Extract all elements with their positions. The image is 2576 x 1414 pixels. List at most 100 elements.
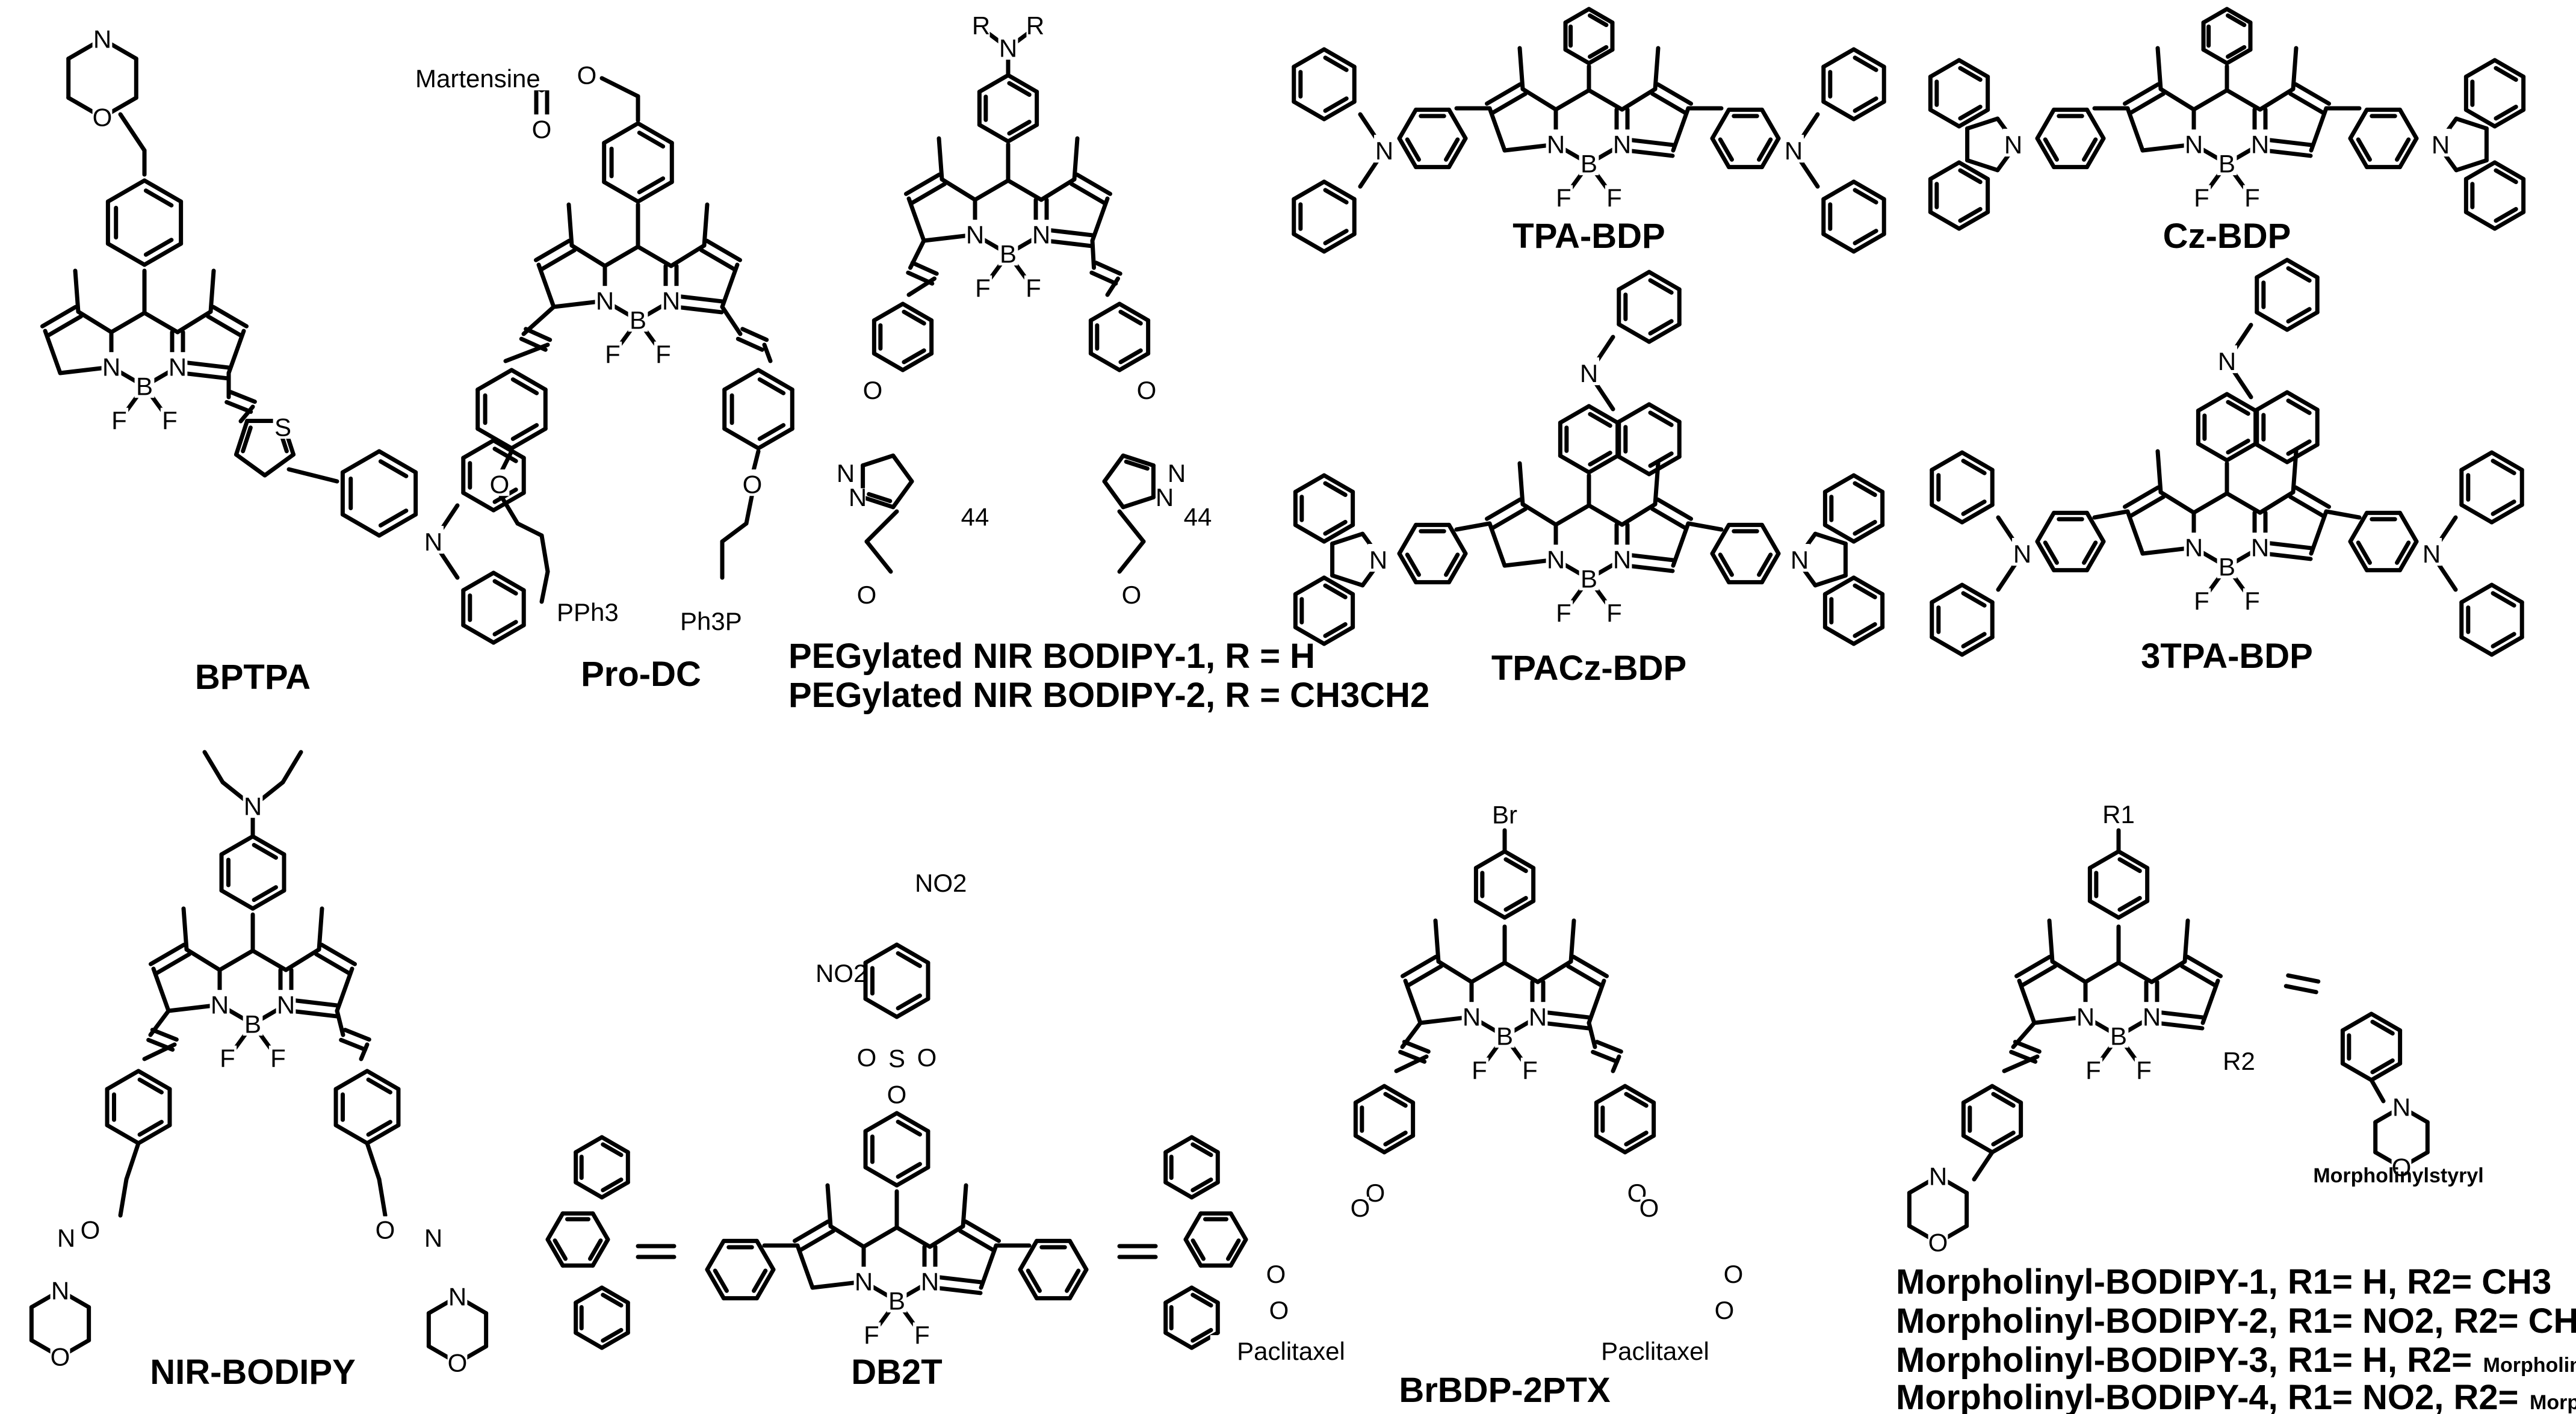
atom-label-mask [167,352,188,379]
benzene-ring [1853,229,1878,245]
bodipy-nitrogen-right: N [662,286,680,315]
atom-label-mask [1156,488,1173,508]
benzene-ring [1588,13,1609,28]
atom-label-mask [1267,1262,1285,1286]
methyl-bond [702,202,710,248]
benzene-ring [510,377,539,395]
benzene-ring [2117,896,2142,912]
bodipy-core-bond [2191,491,2229,515]
atom-label-mask [661,286,681,313]
benzene-ring [1990,1084,2023,1105]
benzene-ring [1473,899,1507,920]
benzene-ring [902,309,926,326]
benzene-ring [2459,502,2494,525]
benzene-ring [1293,625,1327,646]
aryl-bond [286,467,339,484]
benzene-ring [1026,1268,1042,1293]
pyrrole-bond [2122,82,2160,106]
benzene-ring [333,1123,370,1146]
benzene-ring [602,180,640,204]
benzene-ring [1382,1084,1416,1105]
benzene-ring [894,1165,930,1188]
triazole-ring [1124,459,1150,471]
benzene-ring [599,1285,630,1305]
atom-label-mask [853,1267,874,1294]
carbazole-pyrrole [1813,573,1848,588]
benzene-ring [2494,105,2518,121]
benzene-ring [2255,442,2290,465]
benzene-ring [1322,232,1357,254]
bodipy-fluorine: F [111,406,127,434]
atom-label-mask [1031,220,1051,247]
atom-label-mask [424,1226,442,1250]
benzene-ring [1397,136,1418,170]
methyl-bond [1433,918,1441,964]
benzene-ring [252,842,278,860]
benzene-ring [1018,1238,1039,1272]
benzene-ring [1718,552,1734,577]
benzene-ring [1853,520,1877,536]
benzene-ring [2491,458,2516,475]
pyrrole-bond [184,947,222,972]
pyrrole-bond [2158,490,2196,515]
benzene-ring [1397,551,1418,585]
bodipy-fluorine: F [605,340,621,368]
triazole-ring [891,453,914,484]
benzene-ring [1930,582,1965,605]
methyl-bond [1072,136,1080,182]
benzene-ring [1822,523,1856,544]
benzene-ring [1322,575,1355,596]
bodipy-fluorine: F [1556,599,1571,627]
pyrrole-bond [2125,106,2145,153]
pyrrole-bond [154,952,192,976]
atom-label-mask [243,791,263,818]
benzene-ring [1821,232,1856,254]
atom-label-mask [1024,275,1043,300]
repeat-count: 44 [961,503,989,531]
benzene-ring [2369,1061,2403,1082]
benzene-ring [365,1069,401,1091]
benzene-ring [2370,1058,2395,1075]
benzene-ring [137,1120,164,1137]
benzene-ring [1958,168,1983,184]
bodipy-nitrogen-left: N [2076,1002,2095,1031]
benzene-ring [1930,450,1965,472]
benzene-ring [1447,107,1468,141]
atom-label-mask [1574,1335,1736,1363]
benzene-ring [2459,582,2494,605]
ester-oxygen: O [577,61,597,89]
atom-label-mask [2243,588,2262,613]
amine-nitrogen: N [424,528,442,556]
benzene-ring [142,241,184,267]
benzene-ring [900,301,934,323]
triazole-ring [1102,453,1125,484]
pyrrole-bond [1620,87,1658,112]
pyrrole-bond [2309,106,2329,153]
benzene-ring [2116,899,2150,920]
atom-label-mask [243,1009,263,1036]
benzene-ring [1960,502,1995,525]
aryl-bond [1686,521,1724,532]
bodipy-core-bond [1469,960,1507,984]
benzene-ring [491,570,526,593]
benzene-ring [2463,108,2497,129]
pyrrole-bond [1565,964,1603,988]
atom-label-mask [2011,537,2033,566]
benzene-ring [2369,1011,2403,1033]
atom-label-mask [998,33,1018,60]
bodipy-nitrogen-left: N [102,353,120,381]
benzene-ring [894,1111,930,1134]
vinyl-bond [339,1037,368,1052]
benzene-ring [1405,552,1421,577]
bodipy-boron: B [136,372,153,400]
atom-label-mask [2184,533,2204,560]
bodipy-fluorine: F [220,1044,235,1072]
atom-label-mask [2102,801,2135,826]
benzene-ring [2348,107,2369,141]
benzene-ring [1617,270,1652,292]
alkyl-bond [377,1177,388,1218]
atom-label-mask [1612,129,1632,156]
benzene-ring [2492,210,2526,231]
carbazole-nitrogen: N [1369,546,1387,574]
benzene-ring [491,438,526,460]
